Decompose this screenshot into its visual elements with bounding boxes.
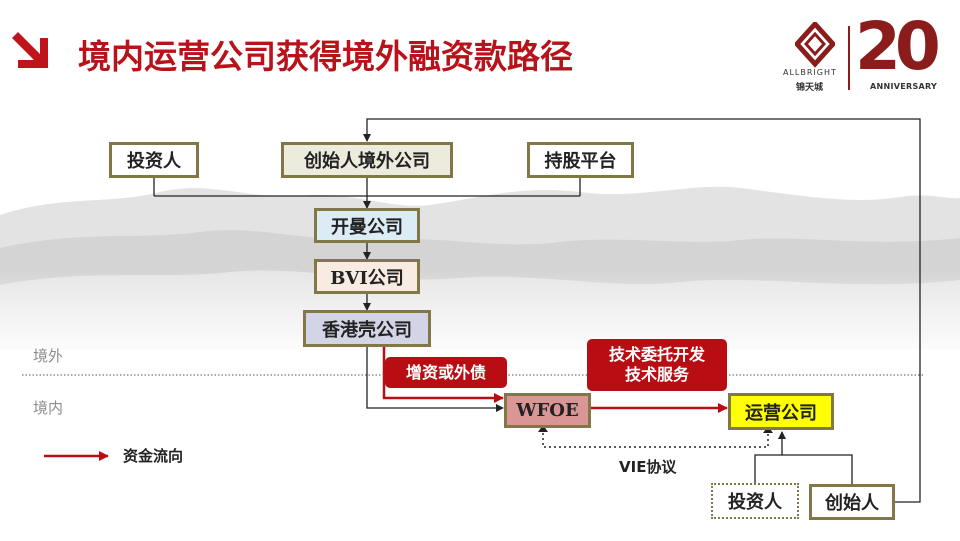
node-hk-shell-company: 香港壳公司 [303,310,431,347]
logo-anniversary-number: 20 [855,8,941,85]
legend-fund-flow-label: 资金流向 [123,447,184,465]
label-tech-services-line2: 技术服务 [624,365,689,384]
connector-founder-to-founder-offshore [363,118,921,503]
connector-hk-to-wfoe-ownership [366,347,504,412]
connector-founder-to-opco [778,431,853,484]
label-vie-agreement: VIE协议 [619,458,677,476]
node-holding-platform: 持股平台 [527,142,634,178]
node-investor-bottom: 投资人 [711,483,799,519]
zone-offshore-label: 境外 [33,347,64,365]
logo-anniversary-label: ANNIVERSARY [870,82,938,91]
allbright-logo-icon [795,22,835,68]
arrow-down-right-icon [12,32,48,68]
node-founder: 创始人 [809,484,895,520]
vie-arrowhead-wfoe [538,425,548,432]
node-operating-company: 运营公司 [728,393,834,430]
node-investor-top: 投资人 [109,142,199,178]
node-bvi-company: BVI公司 [314,259,420,294]
label-tech-services-line1: 技术委托开发 [608,345,705,364]
node-wfoe: WFOE [504,393,591,428]
vie-dotted-connector [542,428,769,448]
page-title: 境内运营公司获得境外融资款路径 [78,37,573,76]
label-tech-services: 技术委托开发 技术服务 [587,339,727,391]
zone-onshore-label: 境内 [33,399,64,417]
connector-bottom-investor-to-opco [754,454,782,483]
fund-flow-hk-to-wfoe [382,347,504,403]
logo-firm-name: ALLBRIGHT [783,68,837,77]
logo-firm-chinese: 锦天城 [796,83,824,93]
node-cayman-company: 开曼公司 [314,208,420,243]
logo-divider [848,26,850,90]
node-founder-offshore-company: 创始人境外公司 [281,142,453,178]
label-capital-increase-or-foreign-debt: 增资或外债 [385,357,507,388]
